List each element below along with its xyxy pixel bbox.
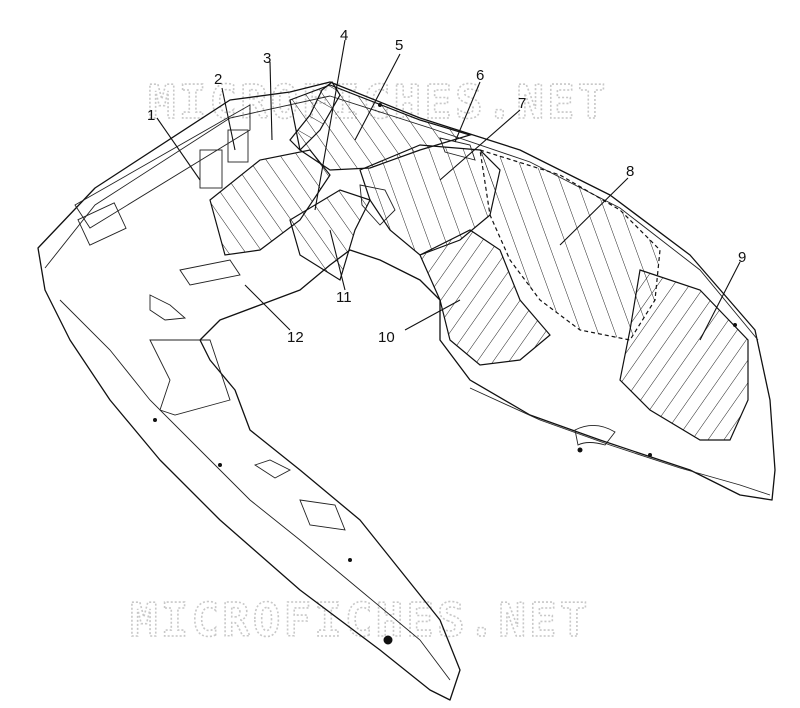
callout-8: 8 [626,163,634,180]
callout-5: 5 [395,37,403,54]
callout-2: 2 [214,71,222,88]
fittings [153,103,737,645]
callout-9: 9 [738,249,746,266]
callout-10: 10 [378,329,395,346]
panel-10 [419,229,551,366]
callout-3: 3 [263,50,271,67]
watermark-bottom: MICROFICHES.NET [130,593,590,647]
callout-4: 4 [340,27,348,44]
callout-6: 6 [476,67,484,84]
panel-7 [359,144,501,256]
panel-strip-4 [289,81,341,151]
left-trim [74,104,251,321]
callout-7: 7 [518,95,526,112]
callout-11: 11 [336,289,352,306]
panel-floor-left [209,149,331,256]
callout-1: 1 [147,107,155,124]
panel-11 [289,189,371,281]
panel-9 [619,269,749,441]
leader-lines [156,39,741,341]
callout-12: 12 [287,329,304,346]
panel-8 [479,149,661,341]
